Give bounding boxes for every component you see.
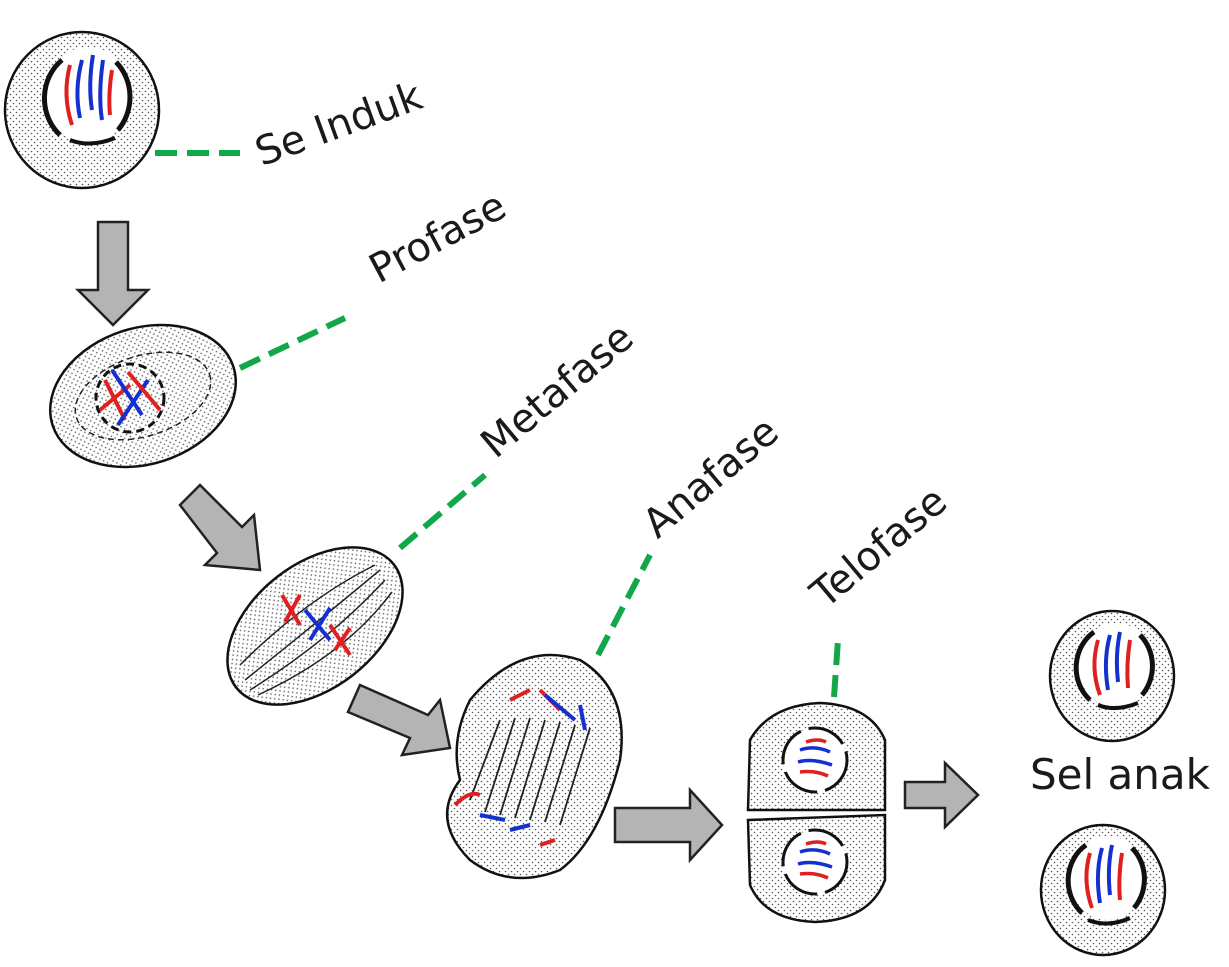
- label-daughter-cells: Sel anak: [1030, 750, 1210, 799]
- prophase-cell: [48, 323, 238, 469]
- prophase-leader-line: [238, 315, 347, 371]
- anaphase-leader-line: [595, 553, 653, 657]
- daughter-cell-top: [1048, 609, 1176, 743]
- daughter-cell-bottom: [1039, 823, 1167, 957]
- arrow-down-icon: [74, 220, 152, 327]
- arrow-diagonal-icon: [346, 683, 452, 757]
- arrow-right-icon: [613, 786, 724, 864]
- metaphase-leader-line: [398, 472, 487, 551]
- arrow-right-icon: [903, 760, 980, 830]
- anaphase-cell: [445, 653, 623, 880]
- telophase-leader-line: [831, 639, 841, 698]
- parent-cell: [3, 30, 161, 190]
- telophase-cell: [746, 701, 887, 924]
- arrow-diagonal-icon: [178, 483, 262, 572]
- metaphase-cell: [226, 546, 404, 706]
